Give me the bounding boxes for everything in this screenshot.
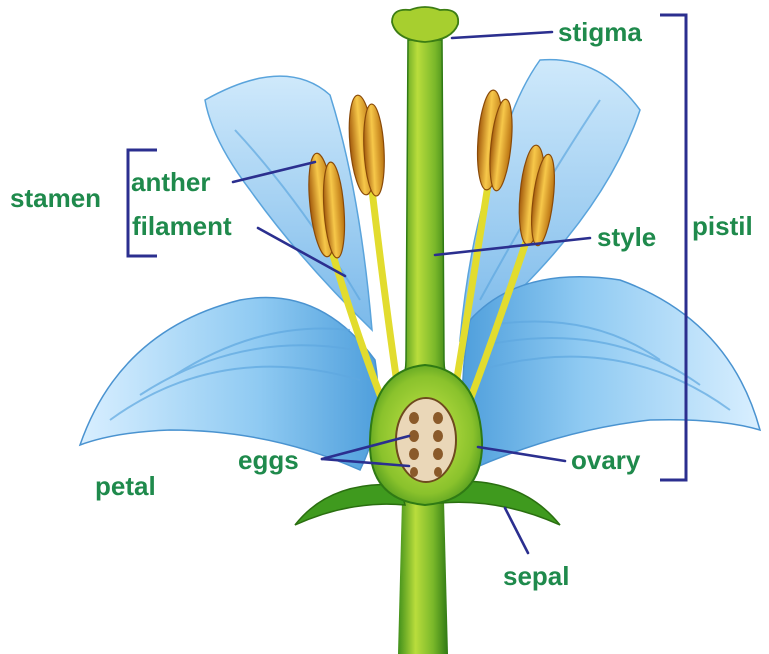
label-sepal: sepal xyxy=(503,561,570,591)
stem xyxy=(398,500,448,654)
label-eggs: eggs xyxy=(238,445,299,475)
label-ovary: ovary xyxy=(571,445,641,475)
label-anther: anther xyxy=(131,167,210,197)
ovary-chamber xyxy=(396,398,456,482)
stigma xyxy=(392,7,458,42)
sepal-leader xyxy=(505,508,528,553)
label-style: style xyxy=(597,222,656,252)
label-stamen: stamen xyxy=(10,183,101,213)
label-stigma: stigma xyxy=(558,17,642,47)
label-pistil: pistil xyxy=(692,211,753,241)
style xyxy=(400,40,450,385)
label-petal: petal xyxy=(95,471,156,501)
petal-front-left xyxy=(80,298,378,471)
stigma-leader xyxy=(452,32,552,38)
label-filament: filament xyxy=(132,211,232,241)
